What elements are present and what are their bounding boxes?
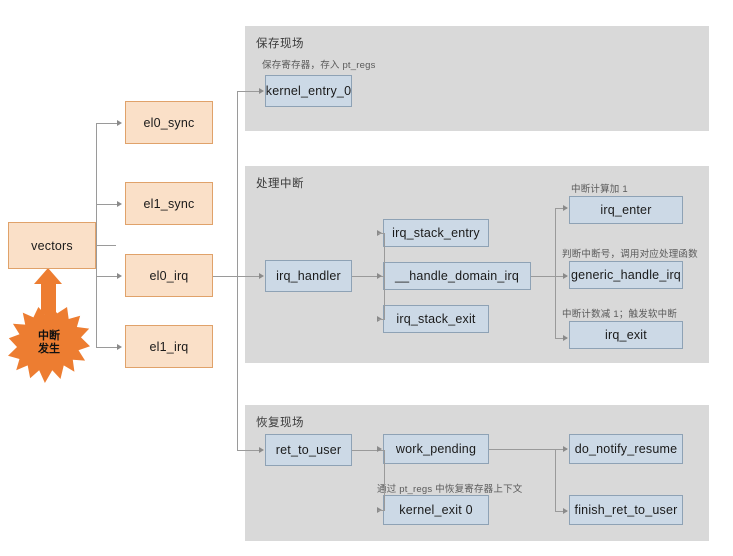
trigger-arrow-head xyxy=(34,268,62,284)
connector-ret-to-user-stub xyxy=(352,450,384,451)
arrow-to-irq-enter xyxy=(563,204,568,211)
node-finish-ret-to-user-label: finish_ret_to_user xyxy=(574,503,678,517)
connector-vectors-to-el1-irq xyxy=(96,347,118,348)
node-el0-sync-label: el0_sync xyxy=(143,115,195,130)
caption-irq-enter: 中断计算加 1 xyxy=(571,184,628,195)
arrow-vectors-to-el1-sync xyxy=(117,200,122,207)
node-generic-handle-irq[interactable]: generic_handle_irq xyxy=(569,261,683,289)
node-handle-domain-irq-label: __handle_domain_irq xyxy=(394,269,520,283)
connector-right-to-finish-ret xyxy=(555,511,567,512)
arrow-to-do-notify-resume xyxy=(563,445,568,452)
node-ret-to-user-label: ret_to_user xyxy=(275,443,342,457)
connector-trunk-to-kernel-entry xyxy=(237,91,260,92)
node-handle-domain-irq[interactable]: __handle_domain_irq xyxy=(383,262,531,290)
caption-kernel-exit-0: 通过 pt_regs 中恢复寄存器上下文 xyxy=(377,484,523,495)
arrow-to-irq-stack-entry xyxy=(377,229,382,236)
connector-irq-handler-fan-trunk xyxy=(384,233,385,319)
node-irq-stack-exit[interactable]: irq_stack_exit xyxy=(383,305,489,333)
connector-fan-stub-exit xyxy=(378,319,385,320)
arrow-vectors-to-el0-sync xyxy=(117,119,122,126)
arrow-to-irq-exit xyxy=(563,334,568,341)
node-vectors[interactable]: vectors xyxy=(8,222,96,269)
node-el0-sync[interactable]: el0_sync xyxy=(125,101,213,144)
arrow-trunk-to-kernel-entry xyxy=(259,87,264,94)
interrupt-trigger-burst: 中断 发生 xyxy=(8,303,90,383)
node-el1-irq[interactable]: el1_irq xyxy=(125,325,213,368)
arrow-to-work-pending xyxy=(377,445,382,452)
panel-title-save-context: 保存现场 xyxy=(256,38,304,50)
node-el1-sync-label: el1_sync xyxy=(143,196,195,211)
node-el1-sync[interactable]: el1_sync xyxy=(125,182,213,225)
panel-title-handle-interrupt: 处理中断 xyxy=(256,178,304,190)
connector-right-to-irq-exit xyxy=(555,338,567,339)
node-irq-handler-label: irq_handler xyxy=(276,269,341,283)
node-irq-enter[interactable]: irq_enter xyxy=(569,196,683,224)
connector-domain-irq-stub xyxy=(531,276,555,277)
node-do-notify-resume[interactable]: do_notify_resume xyxy=(569,434,683,464)
connector-trunk-to-ret-to-user xyxy=(237,450,260,451)
connector-right-to-irq-enter xyxy=(555,208,567,209)
node-el1-irq-label: el1_irq xyxy=(149,339,189,354)
node-ret-to-user[interactable]: ret_to_user xyxy=(265,434,352,466)
node-kernel-exit-0-label: kernel_exit 0 xyxy=(399,503,473,517)
node-irq-handler[interactable]: irq_handler xyxy=(265,260,352,292)
connector-vectors-stub xyxy=(96,245,116,246)
node-el0-irq[interactable]: el0_irq xyxy=(125,254,213,297)
node-finish-ret-to-user[interactable]: finish_ret_to_user xyxy=(569,495,683,525)
arrow-vectors-to-el1-irq xyxy=(117,343,122,350)
arrow-trunk-to-ret-to-user xyxy=(259,446,264,453)
node-irq-exit[interactable]: irq_exit xyxy=(569,321,683,349)
connector-right-to-generic-handle xyxy=(555,276,567,277)
node-generic-handle-irq-label: generic_handle_irq xyxy=(571,268,681,282)
connector-work-pending-stub xyxy=(489,449,555,450)
connector-right-fan-trunk xyxy=(555,208,556,338)
node-irq-stack-entry[interactable]: irq_stack_entry xyxy=(383,219,489,247)
connector-fan-stub-kernel-exit xyxy=(378,510,385,511)
node-work-pending-label: work_pending xyxy=(395,442,477,456)
caption-generic-handle-irq: 判断中断号，调用对应处理函数 xyxy=(562,249,698,260)
panel-title-restore-context: 恢复现场 xyxy=(256,417,304,429)
connector-restore-right-trunk xyxy=(555,449,556,511)
burst-label-line2: 发生 xyxy=(38,343,60,355)
caption-irq-exit: 中断计数减 1；触发软中断 xyxy=(562,309,678,320)
connector-right-to-do-notify xyxy=(555,449,567,450)
node-irq-exit-label: irq_exit xyxy=(605,328,647,342)
node-work-pending[interactable]: work_pending xyxy=(383,434,489,464)
connector-stage-trunk xyxy=(237,91,238,450)
node-kernel-entry-0[interactable]: kernel_entry_0 xyxy=(265,75,352,107)
node-irq-stack-entry-label: irq_stack_entry xyxy=(392,226,480,240)
arrow-to-handle-domain-irq xyxy=(377,272,382,279)
node-el0-irq-label: el0_irq xyxy=(149,268,189,283)
node-kernel-exit-0[interactable]: kernel_exit 0 xyxy=(383,495,489,525)
burst-label-line1: 中断 xyxy=(38,330,60,343)
node-vectors-label: vectors xyxy=(31,238,73,253)
connector-vectors-to-el0-sync xyxy=(96,123,118,124)
connector-vectors-to-el1-sync xyxy=(96,204,118,205)
arrow-to-generic-handle-irq xyxy=(563,272,568,279)
connector-vectors-trunk xyxy=(96,123,97,347)
trigger-arrow-stem xyxy=(41,284,56,314)
connector-irq-handler-stub xyxy=(352,276,384,277)
arrow-to-kernel-exit-0 xyxy=(377,506,382,513)
node-irq-enter-label: irq_enter xyxy=(600,203,652,217)
connector-trunk-to-irq-handler xyxy=(237,276,260,277)
connector-fan-stub-entry xyxy=(378,233,385,234)
arrow-to-irq-stack-exit xyxy=(377,315,382,322)
arrow-trunk-to-irq-handler xyxy=(259,272,264,279)
connector-el0-irq-stub xyxy=(213,276,237,277)
arrow-vectors-to-el0-irq xyxy=(117,272,122,279)
connector-restore-fan-trunk xyxy=(384,450,385,510)
node-kernel-entry-0-label: kernel_entry_0 xyxy=(265,84,352,98)
arrow-to-finish-ret-to-user xyxy=(563,507,568,514)
node-do-notify-resume-label: do_notify_resume xyxy=(574,442,678,456)
node-irq-stack-exit-label: irq_stack_exit xyxy=(396,312,476,326)
caption-kernel-entry-0: 保存寄存器，存入 pt_regs xyxy=(262,60,376,71)
connector-vectors-to-el0-irq xyxy=(96,276,118,277)
